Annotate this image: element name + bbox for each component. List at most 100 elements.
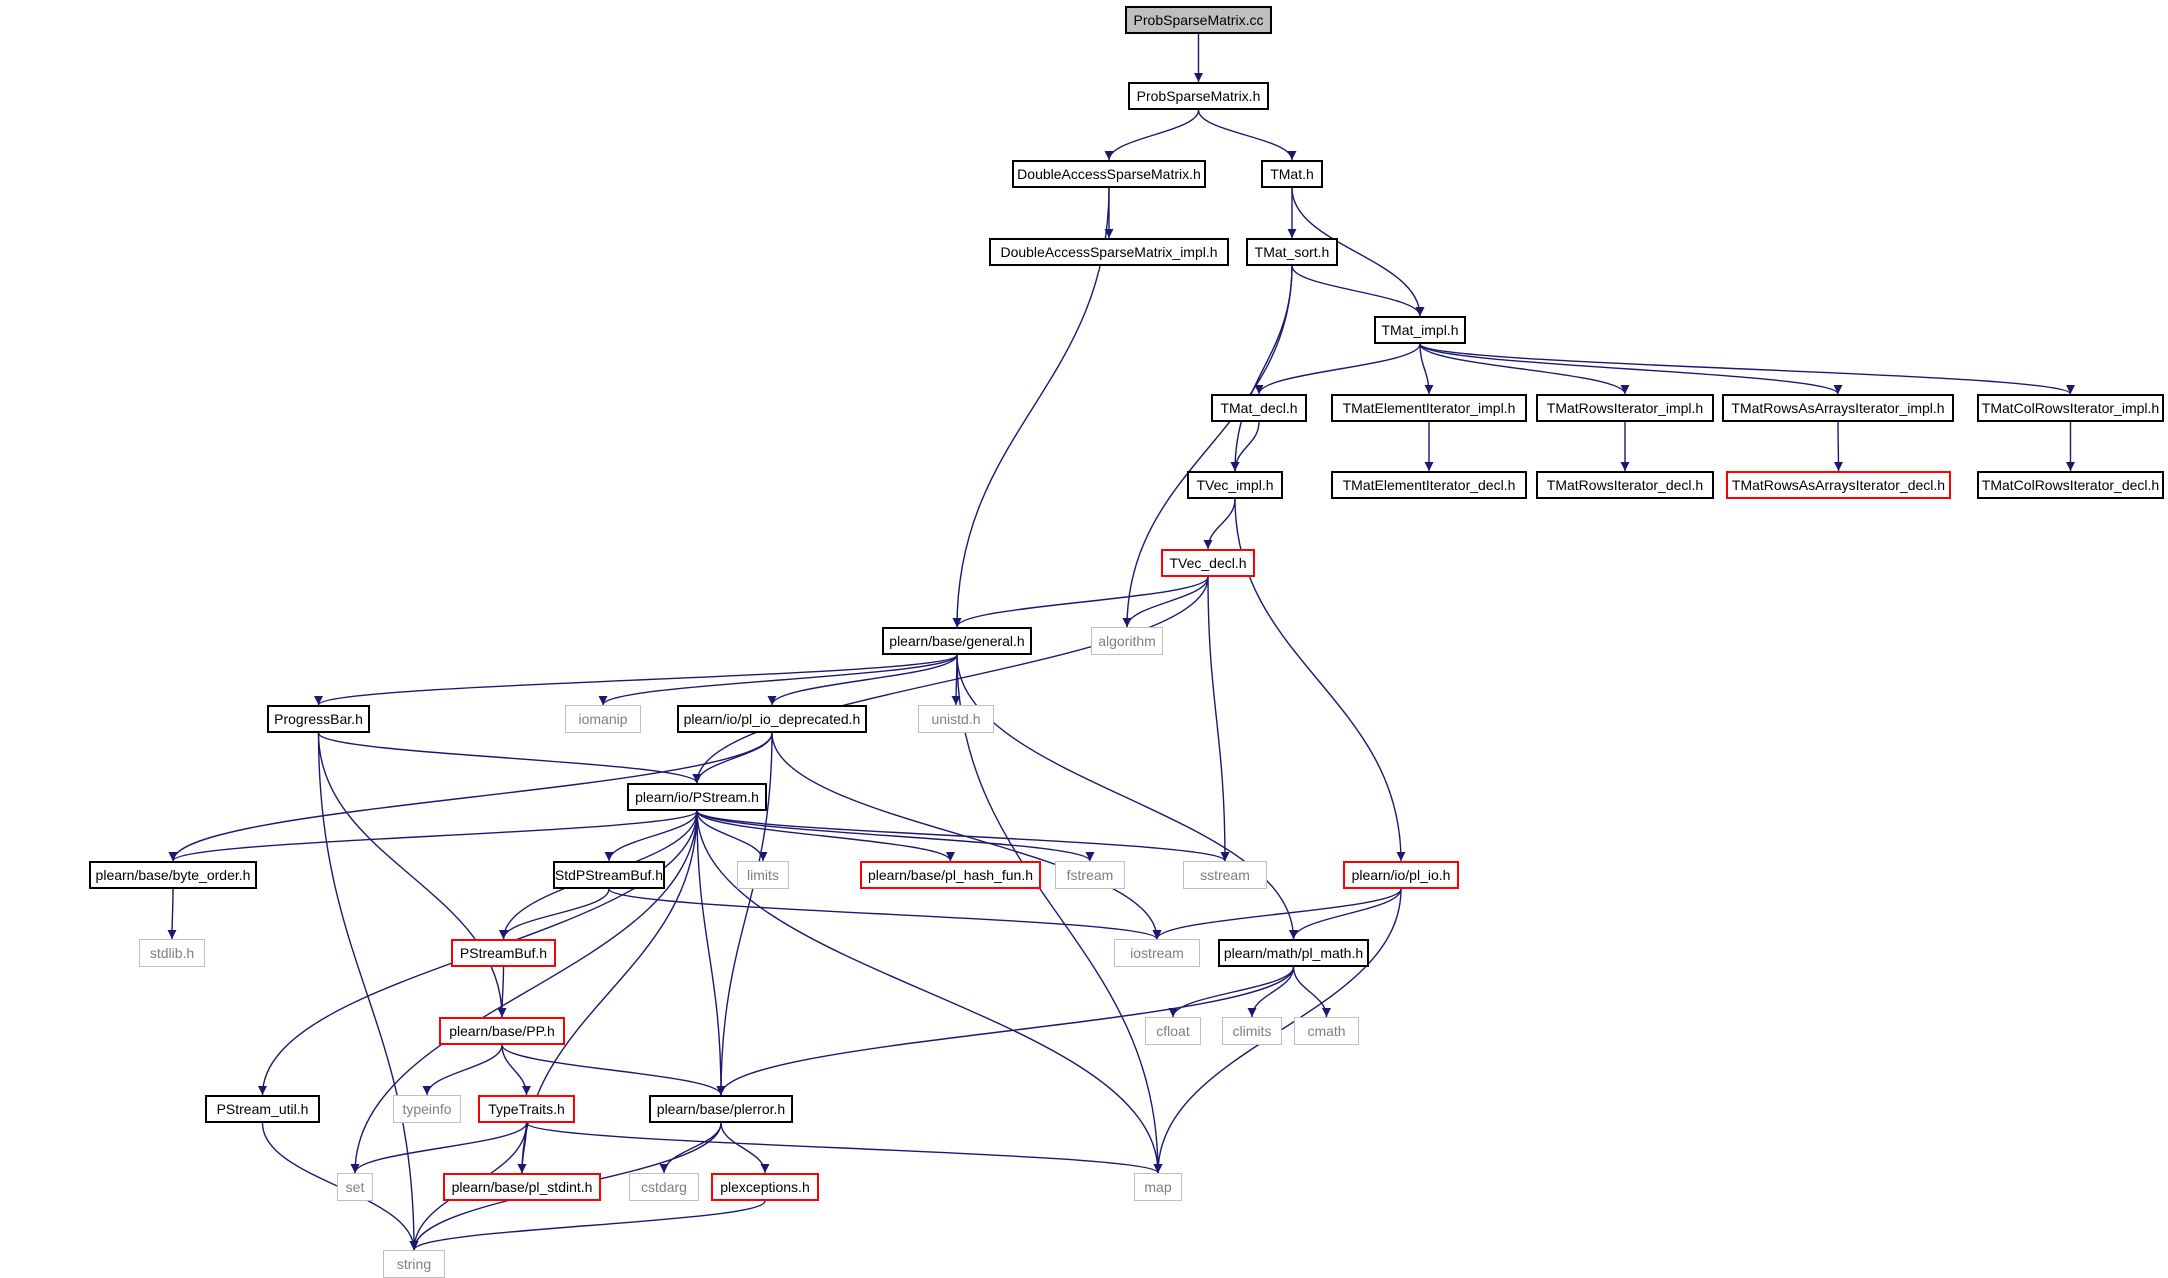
node-map: map xyxy=(1134,1173,1182,1201)
edge-pstream-h-to-fstream xyxy=(696,810,1095,862)
edge-stdpstreambuf-h-to-pstreambuf-h xyxy=(499,888,610,940)
node-pl-io-h[interactable]: plearn/io/pl_io.h xyxy=(1343,861,1459,889)
node-climits: climits xyxy=(1222,1017,1282,1045)
node-tmatrows-decl-h[interactable]: TMatRowsIterator_decl.h xyxy=(1536,471,1714,499)
node-tvec-impl-h[interactable]: TVec_impl.h xyxy=(1187,471,1283,499)
node-string: string xyxy=(383,1250,445,1278)
edge-general-h-to-map xyxy=(956,654,1163,1174)
node-dasm-h[interactable]: DoubleAccessSparseMatrix.h xyxy=(1012,160,1206,188)
node-tvec-decl-h[interactable]: TVec_decl.h xyxy=(1161,549,1255,577)
edge-typetraits-h-to-set xyxy=(350,1122,528,1174)
edge-probsparse-h-to-tmat-h xyxy=(1197,109,1297,161)
edge-pl-io-deprecated-h-to-byte-order-h xyxy=(168,732,773,862)
node-dasm-impl-h[interactable]: DoubleAccessSparseMatrix_impl.h xyxy=(989,238,1229,266)
edge-byte-order-h-to-stdlib-h xyxy=(167,888,177,940)
edge-tmat-impl-h-to-tmatcolrows-impl-h xyxy=(1419,343,2075,395)
edge-tmat-h-to-tmat-impl-h xyxy=(1291,187,1425,317)
edge-pp-h-to-typetraits-h xyxy=(501,1044,531,1096)
node-iostream: iostream xyxy=(1114,939,1200,967)
edge-pstream-h-to-pl-hash-fun-h xyxy=(696,810,955,862)
edge-general-h-to-pl-io-deprecated-h xyxy=(767,654,958,706)
edge-tvec-decl-h-to-algorithm xyxy=(1122,576,1209,628)
node-general-h[interactable]: plearn/base/general.h xyxy=(882,627,1032,655)
edge-pl-io-deprecated-h-to-pstream-h xyxy=(692,732,773,784)
node-cmath: cmath xyxy=(1294,1017,1359,1045)
edge-pstream-h-to-limits xyxy=(696,810,768,862)
edge-pp-h-to-typeinfo xyxy=(422,1044,503,1096)
edge-tmat-sort-h-to-tmat-impl-h xyxy=(1291,265,1425,317)
node-pstream-util-h[interactable]: PStream_util.h xyxy=(205,1095,320,1123)
edge-plerror-h-to-plexceptions-h xyxy=(720,1122,770,1174)
node-pl-hash-fun-h[interactable]: plearn/base/pl_hash_fun.h xyxy=(860,861,1041,889)
edge-tmat-impl-h-to-tmat-decl-h xyxy=(1254,343,1421,395)
node-stdlib-h: stdlib.h xyxy=(139,939,205,967)
edge-pl-io-h-to-iostream xyxy=(1152,888,1402,940)
edge-typetraits-h-to-map xyxy=(525,1122,1163,1174)
edge-tvec-decl-h-to-sstream xyxy=(1207,576,1230,862)
node-tmat-decl-h[interactable]: TMat_decl.h xyxy=(1211,394,1307,422)
edge-pl-io-deprecated-h-to-plerror-h xyxy=(716,732,773,1096)
node-progressbar-h[interactable]: ProgressBar.h xyxy=(267,705,370,733)
node-tmatrowsarr-decl-h[interactable]: TMatRowsAsArraysIterator_decl.h xyxy=(1726,471,1951,499)
node-tmat-sort-h[interactable]: TMat_sort.h xyxy=(1246,238,1338,266)
node-algorithm: algorithm xyxy=(1091,627,1163,655)
edge-tmat-impl-h-to-tmatrowsarr-impl-h xyxy=(1419,343,1843,395)
edge-pl-io-h-to-pl-math-h xyxy=(1289,888,1402,940)
edge-pstream-h-to-sstream xyxy=(696,810,1230,862)
edge-tvec-impl-h-to-tvec-decl-h xyxy=(1203,498,1236,550)
node-set: set xyxy=(337,1173,373,1201)
node-tmatrowsarr-impl-h[interactable]: TMatRowsAsArraysIterator_impl.h xyxy=(1722,394,1954,422)
edge-tmat-impl-h-to-tmatrows-impl-h xyxy=(1419,343,1630,395)
edge-plerror-h-to-cstdarg xyxy=(659,1122,722,1174)
node-limits: limits xyxy=(737,861,789,889)
node-tmatcolrows-decl-h[interactable]: TMatColRowsIterator_decl.h xyxy=(1977,471,2164,499)
node-tmatelem-decl-h[interactable]: TMatElementIterator_decl.h xyxy=(1331,471,1527,499)
edge-tmat-sort-h-to-algorithm xyxy=(1122,265,1293,628)
node-cstdarg: cstdarg xyxy=(629,1173,699,1201)
edge-pstreambuf-h-to-pp-h xyxy=(497,966,507,1018)
node-tmatrows-impl-h[interactable]: TMatRowsIterator_impl.h xyxy=(1536,394,1714,422)
edge-tvec-impl-h-to-pl-io-h xyxy=(1234,498,1406,862)
node-typetraits-h[interactable]: TypeTraits.h xyxy=(478,1095,575,1123)
edge-tmat-decl-h-to-tvec-impl-h xyxy=(1230,421,1260,472)
edge-progressbar-h-to-pstream-h xyxy=(317,732,702,784)
node-pl-stdint-h[interactable]: plearn/base/pl_stdint.h xyxy=(443,1173,601,1201)
node-cfloat: cfloat xyxy=(1145,1017,1201,1045)
edge-general-h-to-pl-math-h xyxy=(956,654,1298,940)
edge-pstream-h-to-stdpstreambuf-h xyxy=(604,810,698,862)
edge-tvec-decl-h-to-pstream-h xyxy=(692,576,1209,784)
edge-pl-math-h-to-climits xyxy=(1247,966,1295,1018)
node-stdpstreambuf-h[interactable]: StdPStreamBuf.h xyxy=(553,861,665,889)
node-pl-math-h[interactable]: plearn/math/pl_math.h xyxy=(1218,939,1369,967)
node-probsparse-cc[interactable]: ProbSparseMatrix.cc xyxy=(1125,6,1272,34)
edge-stdpstreambuf-h-to-iostream xyxy=(608,888,1162,940)
edge-pp-h-to-plerror-h xyxy=(501,1044,726,1096)
edge-tmat-impl-h-to-tmatelem-impl-h xyxy=(1419,343,1434,395)
edge-pstream-h-to-set xyxy=(350,810,698,1174)
node-tmatcolrows-impl-h[interactable]: TMatColRowsIterator_impl.h xyxy=(1977,394,2164,422)
edge-progressbar-h-to-pp-h xyxy=(317,732,507,1018)
node-plexceptions-h[interactable]: plexceptions.h xyxy=(711,1173,819,1201)
node-byte-order-h[interactable]: plearn/base/byte_order.h xyxy=(89,861,257,889)
edge-probsparse-h-to-dasm-h xyxy=(1104,109,1200,161)
edge-pl-math-h-to-cmath xyxy=(1292,966,1331,1018)
node-pstream-h[interactable]: plearn/io/PStream.h xyxy=(627,783,767,811)
node-tmatelem-impl-h[interactable]: TMatElementIterator_impl.h xyxy=(1331,394,1527,422)
node-pp-h[interactable]: plearn/base/PP.h xyxy=(439,1017,565,1045)
edge-pl-math-h-to-plerror-h xyxy=(716,966,1295,1096)
edge-tmatrowsarr-impl-h-to-tmatrowsarr-decl-h xyxy=(1833,421,1843,472)
node-tmat-h[interactable]: TMat.h xyxy=(1261,160,1323,188)
node-pstreambuf-h[interactable]: PStreamBuf.h xyxy=(451,939,556,967)
edge-plexceptions-h-to-string xyxy=(409,1200,766,1251)
node-probsparse-h[interactable]: ProbSparseMatrix.h xyxy=(1128,82,1269,110)
node-typeinfo: typeinfo xyxy=(393,1095,461,1123)
node-iomanip: iomanip xyxy=(565,705,641,733)
node-pl-io-deprecated-h[interactable]: plearn/io/pl_io_deprecated.h xyxy=(677,705,867,733)
edge-pstream-h-to-map xyxy=(696,810,1163,1174)
node-tmat-impl-h[interactable]: TMat_impl.h xyxy=(1374,316,1466,344)
node-plerror-h[interactable]: plearn/base/plerror.h xyxy=(649,1095,793,1123)
edge-pl-math-h-to-cfloat xyxy=(1168,966,1295,1018)
edge-pstream-h-to-plerror-h xyxy=(696,810,726,1096)
